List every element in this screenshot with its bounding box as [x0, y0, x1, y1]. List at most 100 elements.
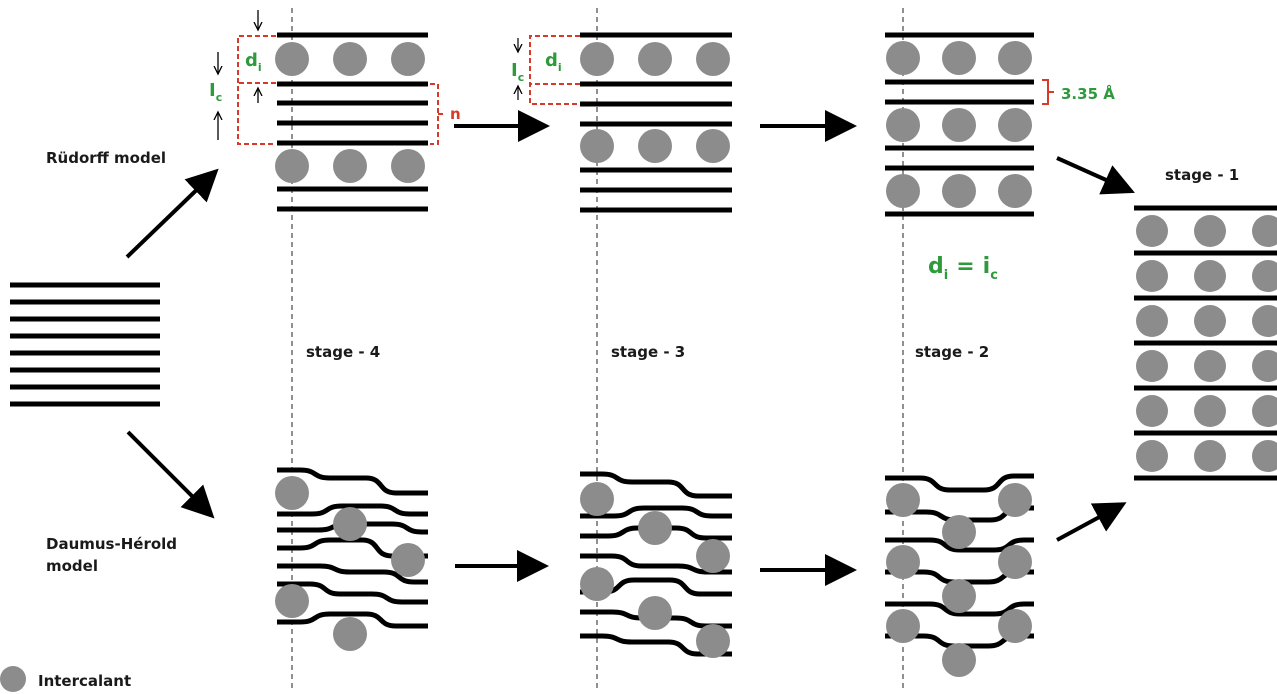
intercalant-atom: [1136, 440, 1168, 472]
daumus-herold-label-line2: model: [46, 557, 98, 575]
intercalant-atom: [998, 483, 1032, 517]
graphene-layer: [277, 503, 428, 517]
arrow-to-daumus-herold: [126, 430, 215, 519]
rudorff-stage4-stack: [275, 32, 428, 212]
intercalant-atom: [942, 515, 976, 549]
graphene-layer: [580, 577, 732, 597]
graphene-layer: [277, 611, 428, 629]
rudorff-model-label: Rüdorff model: [46, 149, 166, 167]
interlayer-spacing-label: 3.35 Å: [1061, 84, 1115, 103]
pristine-graphite-stack: [10, 282, 160, 407]
intercalant-atom: [696, 539, 730, 573]
graphene-layer: [580, 633, 732, 657]
daumus-herold-stage2-stack: [885, 473, 1034, 677]
intercalant-atom: [1136, 350, 1168, 382]
intercalant-atom: [998, 41, 1032, 75]
n-label: n: [450, 105, 461, 123]
di-label-stage3: di: [545, 50, 562, 74]
graphene-layer: [885, 473, 1034, 493]
ic-bracket-stage4: [237, 35, 276, 145]
intercalant-atom: [886, 174, 920, 208]
intercalant-atom: [886, 545, 920, 579]
intercalant-atom: [696, 624, 730, 658]
stage2-label: stage - 2: [915, 343, 989, 361]
intercalant-atom: [1252, 215, 1277, 247]
daumus-herold-label-line1: Daumus-Hérold: [46, 535, 177, 553]
graphene-layer: [885, 537, 1034, 553]
intercalant-atom: [1136, 260, 1168, 292]
intercalant-atom: [942, 108, 976, 142]
intercalant-atom: [1252, 350, 1277, 382]
intercalant-atom: [886, 108, 920, 142]
graphene-layer: [277, 563, 428, 585]
arrow-rud-2-to-1: [1056, 156, 1135, 195]
intercalant-atom: [1252, 305, 1277, 337]
intercalant-atom: [696, 129, 730, 163]
stage3-dimension-annotations: di Ic: [511, 35, 580, 105]
intercalant-atom: [1194, 215, 1226, 247]
intercalant-atom: [333, 617, 367, 651]
stage1-label: stage - 1: [1165, 166, 1239, 184]
stage3-label: stage - 3: [611, 343, 685, 361]
intercalant-atom: [696, 42, 730, 76]
arrows: [125, 110, 1135, 586]
intercalant-atom: [1194, 305, 1226, 337]
graphene-layer: [277, 581, 428, 605]
intercalant-atom: [1194, 260, 1226, 292]
di-label-stage4: di: [245, 50, 262, 74]
intercalant-atom: [998, 545, 1032, 579]
arrow-to-rudorff: [125, 168, 219, 259]
intercalant-atom: [1194, 440, 1226, 472]
legend: Intercalant: [0, 666, 131, 692]
intercalant-atom: [998, 108, 1032, 142]
daumus-herold-stage4-stack: [275, 467, 428, 651]
intercalant-atom: [580, 482, 614, 516]
intercalant-atom: [275, 584, 309, 618]
intercalant-atom: [1194, 350, 1226, 382]
interlayer-spacing-annotation: 3.35 Å: [1042, 79, 1115, 105]
graphene-layer: [580, 471, 732, 499]
intercalant-atom: [391, 42, 425, 76]
intercalant-atom: [333, 42, 367, 76]
intercalant-atom: [886, 609, 920, 643]
ic-bracket-stage3: [529, 35, 580, 105]
di-equals-ic-equation: di=ic: [928, 254, 998, 283]
stage4-label: stage - 4: [306, 343, 380, 361]
intercalant-atom: [886, 483, 920, 517]
stage1-stack: [1134, 205, 1277, 481]
intercalant-atom: [942, 643, 976, 677]
intercalant-atom: [275, 42, 309, 76]
daumus-herold-stage3-stack: [580, 471, 732, 658]
intercalant-atom: [275, 149, 309, 183]
intercalant-atom: [1252, 440, 1277, 472]
intercalant-atom: [333, 149, 367, 183]
arrow-dh-2-to-1: [1056, 502, 1127, 542]
intercalant-atom: [638, 511, 672, 545]
ic-label-stage4: Ic: [209, 80, 222, 104]
intercalant-atom: [1136, 215, 1168, 247]
graphene-layer: [580, 553, 732, 575]
legend-intercalant-swatch: [0, 666, 26, 692]
intercalant-atom: [1252, 260, 1277, 292]
stage4-dimension-annotations: di Ic n: [209, 10, 461, 145]
rudorff-stage3-stack: [580, 32, 732, 213]
intercalant-atom: [886, 41, 920, 75]
intercalant-atom: [275, 476, 309, 510]
intercalant-atom: [998, 609, 1032, 643]
ic-label-stage3: Ic: [511, 60, 524, 84]
intercalant-atom: [942, 174, 976, 208]
intercalant-atom: [1136, 395, 1168, 427]
intercalant-atom: [1252, 395, 1277, 427]
intercalant-atom: [638, 596, 672, 630]
n-bracket-stage4: [430, 83, 446, 145]
graphene-layer: [277, 467, 428, 496]
graphene-layer: [885, 601, 1034, 617]
intercalant-atom: [638, 129, 672, 163]
intercalant-atom: [580, 42, 614, 76]
intercalant-atom: [580, 129, 614, 163]
graphene-layer: [277, 521, 428, 535]
intercalant-atom: [942, 579, 976, 613]
intercalant-atom: [333, 507, 367, 541]
intercalant-atom: [580, 567, 614, 601]
